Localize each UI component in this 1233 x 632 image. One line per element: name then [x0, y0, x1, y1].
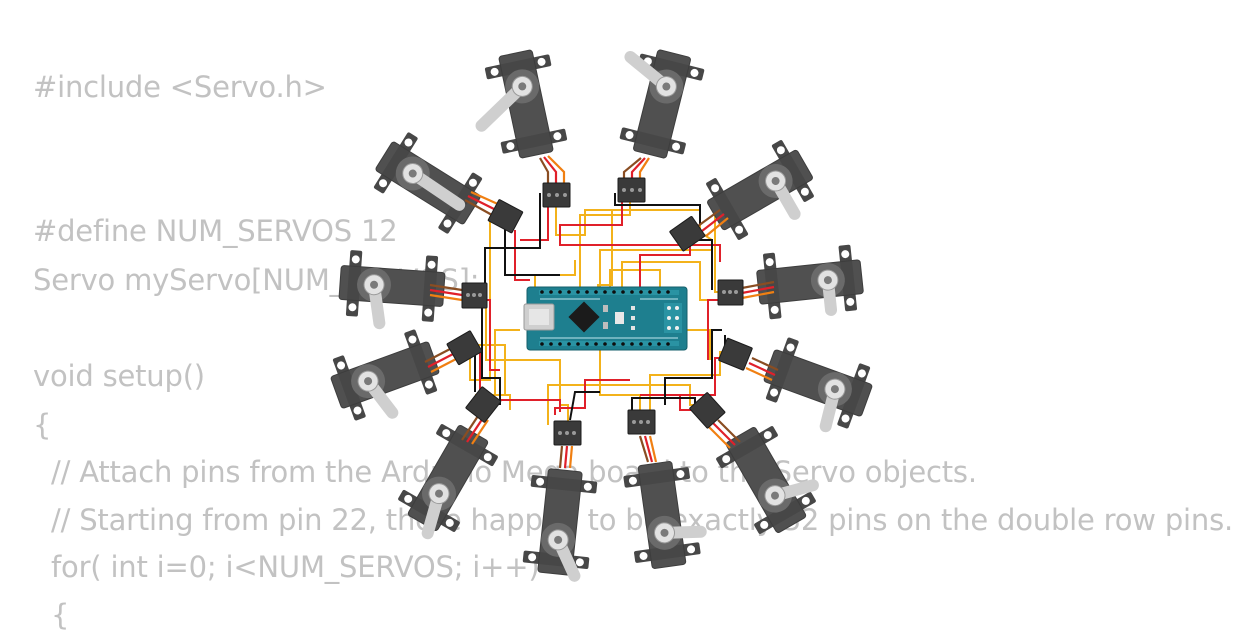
code-line-comment-starting: // Starting from pin 22, there happen to…	[33, 503, 1233, 537]
servo-connectors	[446, 177, 753, 446]
servo-motor-icon	[337, 248, 447, 330]
servo-motor-icon	[710, 417, 822, 543]
servo-motor-icon	[365, 126, 491, 240]
code-line-include: #include <Servo.h>	[33, 70, 327, 104]
code-background: #include <Servo.h> #define NUM_SERVOS 12…	[33, 70, 1233, 632]
servo-motor-icon	[521, 466, 599, 582]
servo-motor-icon	[621, 458, 707, 572]
arduino-nano-board-icon	[523, 286, 688, 351]
code-line-comment-attach: // Attach pins from the Arduino Mega boa…	[33, 455, 977, 489]
servo-motor-icon	[392, 415, 504, 541]
circuit-diagram	[324, 45, 879, 582]
servo-motor-icon	[616, 45, 708, 163]
connector-pins	[466, 188, 738, 435]
code-line-inner-brace: {	[33, 598, 70, 632]
code-line-for-loop: for( int i=0; i<NUM_SERVOS; i++)	[33, 550, 540, 584]
code-line-define: #define NUM_SERVOS 12	[33, 214, 398, 248]
code-line-open-brace: {	[33, 408, 52, 442]
servo-motor-icon	[324, 325, 446, 425]
servo-motor-icon	[754, 243, 866, 321]
servo-motors	[324, 45, 879, 582]
servo-motor-icon	[475, 45, 570, 163]
servo-motor-icon	[697, 134, 823, 246]
code-line-setup: void setup()	[33, 359, 205, 393]
servo-motor-icon	[757, 333, 879, 433]
